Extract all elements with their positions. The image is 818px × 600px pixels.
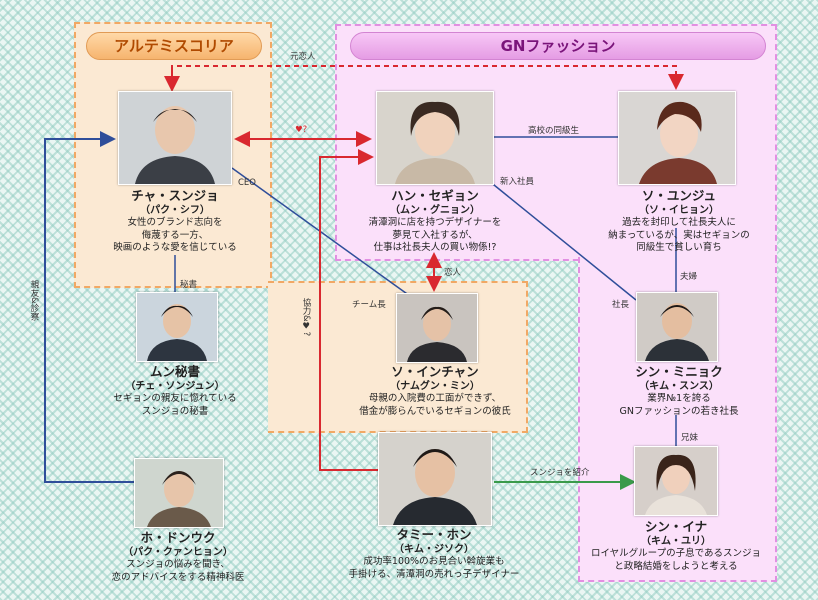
ho-dongwook-photo bbox=[134, 458, 224, 528]
couple-label: 夫婦 bbox=[680, 272, 698, 282]
so-inchan-name: ソ・インチャン bbox=[391, 364, 479, 379]
mun-secretary-actor: （チェ・ソンジュン） bbox=[125, 381, 225, 393]
ho-dongwook-desc-1: スンジョの悩みを聞き、 bbox=[126, 559, 230, 571]
han-segyeong-photo bbox=[376, 91, 494, 185]
so-inchan-card: ソ・インチャン （ナムグン・ミン） 母親の入院費の工面ができず、 借金が膨らんで… bbox=[340, 364, 530, 418]
so-inchan-desc-1: 母親の入院費の工面ができず、 bbox=[368, 393, 502, 405]
high-school-label: 高校の同級生 bbox=[528, 126, 580, 136]
lovers-label: 恋人 bbox=[444, 268, 462, 278]
ho-dongwook-actor: （パク・クァンヒョン） bbox=[123, 547, 233, 559]
former-lovers-line bbox=[171, 65, 684, 90]
shin-ina-card: シン・イナ （キム・ユリ） ロイヤルグループの子息であるスンジョ と政略結婚をし… bbox=[580, 519, 772, 573]
ceo-label: CEO bbox=[238, 178, 256, 188]
cha-seungjo-photo bbox=[118, 91, 232, 185]
cha-seungjo-name: チャ・スンジョ bbox=[131, 188, 219, 203]
ho-dongwook-name: ホ・ドンウク bbox=[140, 530, 216, 545]
shin-minhyuk-name: シン・ミニョク bbox=[635, 364, 723, 379]
han-segyeong-actor: （ムン・グニョン） bbox=[390, 205, 480, 217]
so-inchan-photo bbox=[396, 293, 478, 363]
cha-seungjo-actor: （パク・シフ） bbox=[140, 205, 210, 217]
so-yunju-desc-1: 過去を封印して社長夫人に bbox=[622, 217, 736, 229]
mun-secretary-desc-1: セギョンの親友に惚れている bbox=[113, 393, 237, 405]
cha-seungjo-desc-2: 侮蔑する一方、 bbox=[141, 229, 209, 241]
shin-ina-desc-2: と政略結婚をしようと考える bbox=[614, 560, 738, 572]
introduce-label: スンジョを紹介 bbox=[530, 468, 590, 478]
shin-minhyuk-desc-2: GNファッションの若き社長 bbox=[619, 405, 739, 417]
tammy-hong-name: タミー・ホン bbox=[396, 527, 472, 542]
han-segyeong-desc-3: 仕事は社長夫人の買い物係!? bbox=[373, 241, 497, 253]
shin-minhyuk-desc-1: 業界№1を誇る bbox=[647, 393, 711, 405]
shin-ina-photo bbox=[634, 446, 718, 516]
so-inchan-actor: （ナムグン・ミン） bbox=[390, 381, 480, 393]
tammy-hong-desc-2: 手掛ける、清潭洞の売れっ子デザイナー bbox=[348, 568, 520, 580]
shin-ina-actor: （キム・ユリ） bbox=[641, 536, 711, 548]
han-segyeong-desc-1: 清潭洞に店を持つデザイナーを bbox=[368, 217, 502, 229]
president-label: 社長 bbox=[612, 300, 630, 310]
former-lovers-label: 元恋人 bbox=[290, 52, 316, 62]
artemis-korea-header: アルテミスコリア bbox=[86, 32, 262, 60]
shin-ina-name: シン・イナ bbox=[644, 519, 708, 534]
so-yunju-photo bbox=[618, 91, 736, 185]
shin-minhyuk-photo bbox=[636, 292, 718, 362]
ho-dongwook-desc-2: 恋のアドバイスをする精神科医 bbox=[111, 571, 245, 583]
close-friend-label: 親友&診察 bbox=[29, 280, 39, 321]
han-segyeong-name: ハン・セギョン bbox=[391, 188, 479, 203]
so-yunju-card: ソ・ユンジュ （ソ・イヒョン） 過去を封印して社長夫人に 納まっているが、実はセ… bbox=[596, 188, 762, 254]
han-segyeong-card: ハン・セギョン （ムン・グニョン） 清潭洞に店を持つデザイナーを 夢見て入社する… bbox=[350, 188, 520, 254]
cha-seungjo-desc-1: 女性のブランド志向を bbox=[127, 217, 223, 229]
mun-secretary-desc-2: スンジョの秘書 bbox=[141, 405, 209, 417]
heart-label: ♥? bbox=[295, 125, 308, 135]
mun-secretary-card: ムン秘書 （チェ・ソンジュン） セギョンの親友に惚れている スンジョの秘書 bbox=[90, 364, 260, 418]
tammy-hong-card: タミー・ホン （キム・ジソク） 成功率100%のお見合い斡旋業も 手掛ける、清潭… bbox=[334, 527, 534, 581]
so-yunju-desc-2: 納まっているが、実はセギョンの bbox=[608, 229, 750, 241]
ho-dongwook-card: ホ・ドンウク （パク・クァンヒョン） スンジョの悩みを聞き、 恋のアドバイスをす… bbox=[92, 530, 264, 584]
secretary-label: 秘書 bbox=[180, 280, 198, 290]
so-yunju-name: ソ・ユンジュ bbox=[641, 188, 717, 203]
han-segyeong-desc-2: 夢見て入社するが、 bbox=[392, 229, 478, 241]
new-employee-label: 新入社員 bbox=[500, 177, 535, 187]
cooperation-line bbox=[319, 149, 384, 471]
cooperation-label: 協力&♥? bbox=[301, 298, 311, 337]
shin-ina-desc-1: ロイヤルグループの子息であるスンジョ bbox=[590, 548, 762, 560]
so-yunju-actor: （ソ・イヒョン） bbox=[639, 205, 719, 217]
close-friend-line bbox=[44, 131, 134, 483]
gn-fashion-header: GNファッション bbox=[350, 32, 766, 60]
shin-minhyuk-actor: （キム・スンス） bbox=[639, 381, 719, 393]
cha-seungjo-desc-3: 映画のような愛を信じている bbox=[113, 241, 237, 253]
cha-seungjo-card: チャ・スンジョ （パク・シフ） 女性のブランド志向を 侮蔑する一方、 映画のよう… bbox=[90, 188, 260, 254]
so-inchan-desc-2: 借金が膨らんでいるセギョンの彼氏 bbox=[359, 405, 511, 417]
tammy-hong-desc-1: 成功率100%のお見合い斡旋業も bbox=[363, 556, 505, 568]
tammy-hong-photo bbox=[378, 432, 492, 526]
siblings-label: 兄妹 bbox=[681, 433, 699, 443]
so-yunju-desc-3: 同級生で貧しい育ち bbox=[636, 241, 722, 253]
new-employee-line bbox=[477, 171, 637, 301]
team-leader-label: チーム長 bbox=[352, 300, 386, 310]
mun-secretary-name: ムン秘書 bbox=[149, 364, 200, 379]
mun-secretary-photo bbox=[136, 292, 218, 362]
tammy-hong-actor: （キム・ジソク） bbox=[394, 544, 474, 556]
shin-minhyuk-card: シン・ミニョク （キム・スンス） 業界№1を誇る GNファッションの若き社長 bbox=[596, 364, 762, 418]
